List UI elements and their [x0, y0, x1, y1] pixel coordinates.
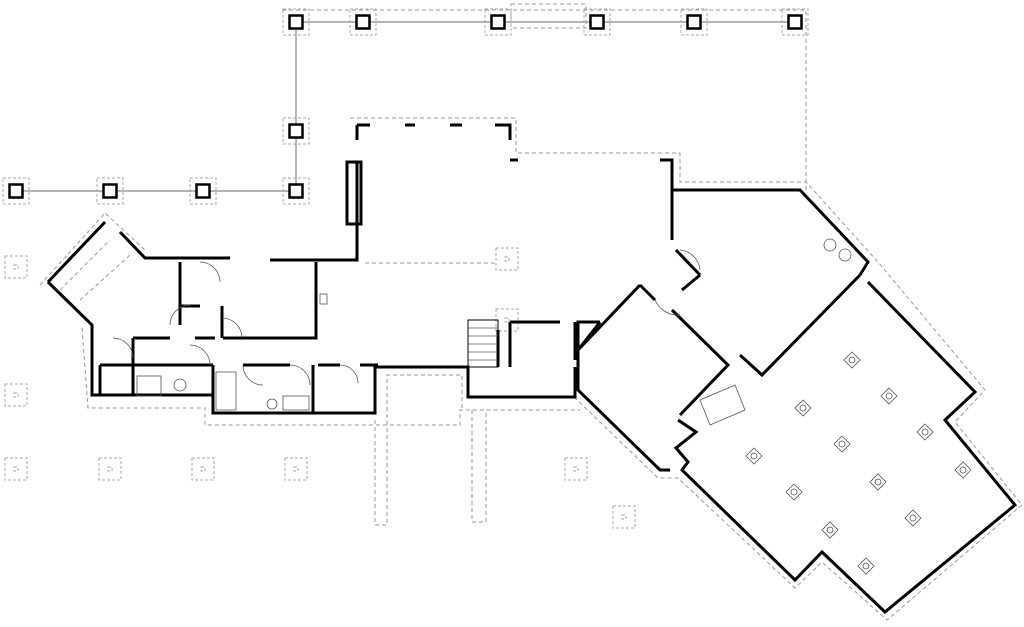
ceiling-light [833, 435, 851, 453]
column-footing [282, 117, 310, 145]
pier-footing [4, 383, 28, 407]
ceiling-light-center [909, 514, 917, 522]
ceiling-light [880, 387, 898, 405]
column-footing [484, 8, 512, 36]
pier-footing [191, 457, 215, 481]
column [589, 14, 605, 30]
ceiling-lights [745, 351, 972, 575]
column-footing [2, 177, 30, 205]
pier-footing [4, 457, 28, 481]
pier-center [13, 466, 19, 472]
ceiling-light [869, 473, 887, 491]
pier-footing [98, 457, 122, 481]
ceiling-light [843, 351, 861, 369]
column [195, 183, 211, 199]
column-footing [349, 8, 377, 36]
pier-center [13, 392, 19, 398]
ceiling-light [904, 509, 922, 527]
foundation-outline [39, 117, 1023, 621]
ceiling-light [857, 557, 875, 575]
ceiling-light [785, 483, 803, 501]
ceiling-light-center [921, 428, 929, 436]
column [355, 14, 371, 30]
column [102, 183, 118, 199]
walls [46, 123, 1018, 615]
column [288, 14, 304, 30]
fixtures [59, 238, 852, 426]
pier-footing [4, 255, 28, 279]
columns [2, 8, 809, 205]
ceiling-light [954, 461, 972, 479]
ceiling-light-center [874, 478, 882, 486]
column-footing [189, 177, 217, 205]
ceiling-light-center [959, 466, 967, 474]
ceiling-light-center [885, 392, 893, 400]
column-footing [96, 177, 124, 205]
column-footing [680, 8, 708, 36]
pier-footing [495, 308, 519, 332]
column-footing [583, 8, 611, 36]
ceiling-light [916, 423, 934, 441]
column [288, 123, 304, 139]
column [8, 183, 24, 199]
column [288, 183, 304, 199]
ceiling-light-center [848, 356, 856, 364]
column [787, 14, 803, 30]
pier-center [200, 466, 206, 472]
pier-footing [284, 457, 308, 481]
ceiling-light-center [826, 526, 834, 534]
column [686, 14, 702, 30]
ceiling-light-center [790, 488, 798, 496]
ceiling-light-center [862, 562, 870, 570]
pier-footing [612, 505, 636, 529]
ceiling-light-center [750, 452, 758, 460]
pier-center [13, 264, 19, 270]
pier-footing [495, 247, 519, 271]
pier-footing [564, 457, 588, 481]
ceiling-light [794, 399, 812, 417]
column-footing [781, 8, 809, 36]
pier-center [504, 317, 510, 323]
ceiling-light [821, 521, 839, 539]
pier-center [504, 256, 510, 262]
pier-center [107, 466, 113, 472]
column-footing [282, 177, 310, 205]
porch-outline [16, 3, 807, 192]
footing-piers [4, 247, 636, 529]
ceiling-light-center [799, 404, 807, 412]
column-footing [282, 8, 310, 36]
pier-center [621, 514, 627, 520]
pier-center [573, 466, 579, 472]
column [490, 14, 506, 30]
ceiling-light-center [838, 440, 846, 448]
ceiling-light [745, 447, 763, 465]
pier-center [293, 466, 299, 472]
